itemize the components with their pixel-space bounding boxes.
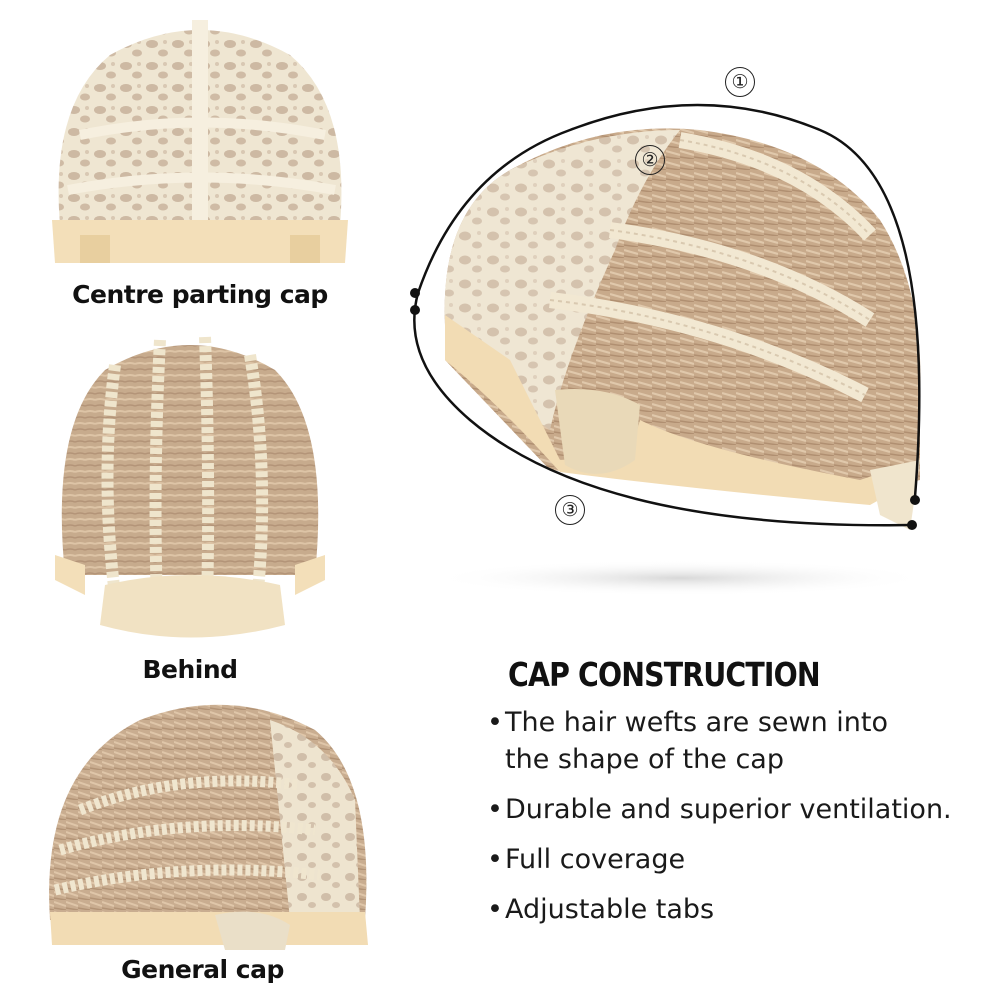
- behind-cap-photo: [55, 336, 325, 638]
- feature-list: • The hair wefts are sewn into the shape…: [485, 704, 990, 941]
- bullet-dot: •: [487, 707, 503, 738]
- bullet-dot: •: [487, 794, 503, 825]
- bullet-dot: •: [487, 894, 503, 925]
- behind-cap-caption: Behind: [142, 655, 238, 684]
- bullet-dot: •: [487, 844, 503, 875]
- general-cap-caption: General cap: [121, 955, 284, 984]
- marker-2: ②: [635, 145, 665, 175]
- feature-item: • Adjustable tabs: [485, 891, 990, 928]
- feature-text-line: Durable and superior ventilation.: [505, 794, 952, 825]
- marker-1: ①: [725, 67, 755, 97]
- feature-text-line: the shape of the cap: [505, 744, 784, 775]
- general-cap-photo: [49, 704, 368, 950]
- feature-item: • Full coverage: [485, 841, 990, 878]
- feature-item: • Durable and superior ventilation.: [485, 791, 990, 828]
- feature-item: • The hair wefts are sewn into the shape…: [485, 704, 990, 778]
- centre-parting-cap-caption: Centre parting cap: [72, 280, 328, 309]
- cap-construction-diagram: [410, 103, 930, 596]
- centre-parting-cap-photo: [52, 20, 348, 263]
- feature-text-line: The hair wefts are sewn into: [505, 707, 889, 738]
- feature-text-line: Adjustable tabs: [505, 894, 715, 925]
- marker-3: ③: [555, 495, 585, 525]
- feature-text-line: Full coverage: [505, 844, 686, 875]
- cap-construction-heading: CAP CONSTRUCTION: [508, 655, 821, 694]
